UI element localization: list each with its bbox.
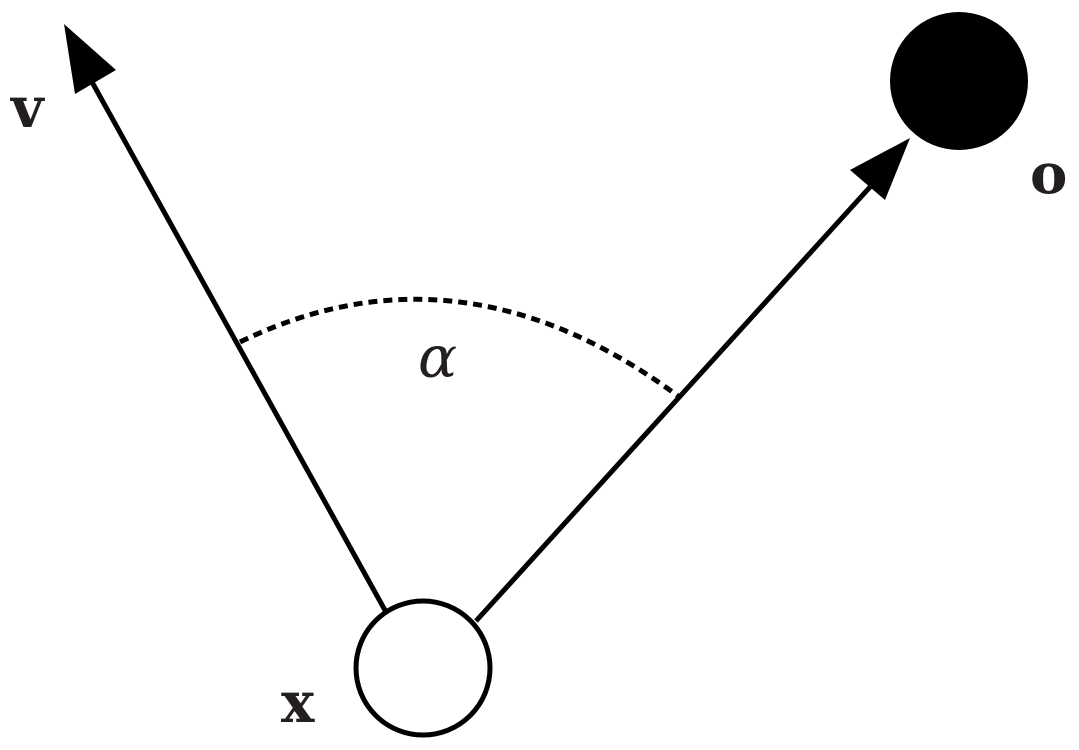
vector-o-arrowhead <box>850 138 910 200</box>
vector-o-line <box>474 174 882 623</box>
object-o-circle <box>890 12 1028 150</box>
agent-x-circle <box>353 598 493 738</box>
vector-v-arrowhead <box>64 24 116 94</box>
angle-arc <box>238 296 680 399</box>
vector-v-line <box>89 80 389 614</box>
label-o: o <box>1030 141 1067 207</box>
label-v: v <box>9 75 45 141</box>
label-x: x <box>281 670 315 736</box>
label-alpha: α <box>418 323 457 391</box>
